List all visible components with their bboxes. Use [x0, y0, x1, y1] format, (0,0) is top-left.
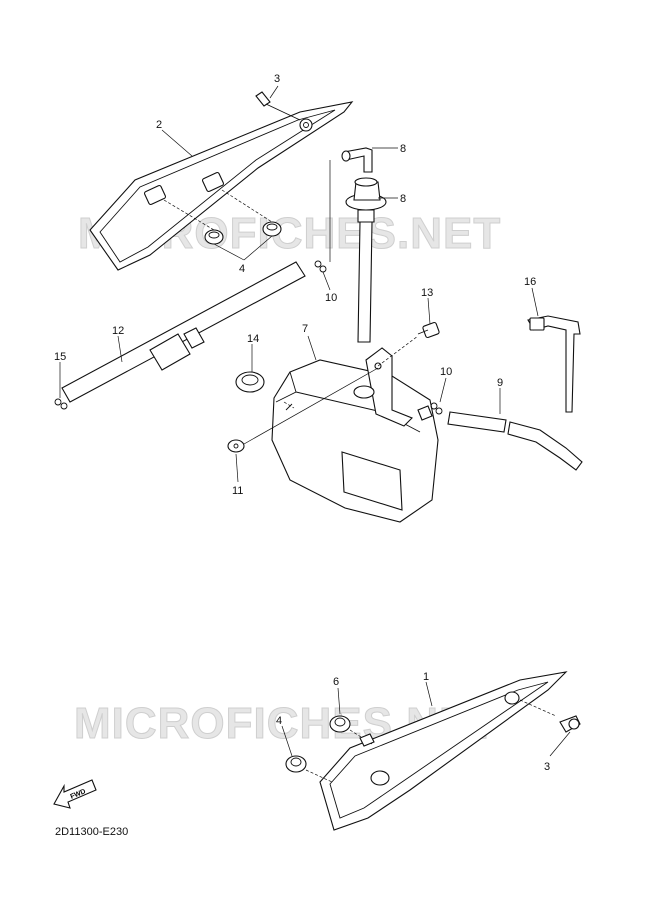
breather-tube	[357, 221, 373, 343]
callout-2: 2	[156, 119, 162, 131]
side-cover-lower	[319, 671, 568, 831]
callout-8: 8	[400, 143, 406, 155]
side-cover-upper	[89, 101, 354, 271]
screw-3-bottom	[559, 715, 581, 733]
callout-7: 8	[400, 193, 406, 205]
clip-10-upper	[314, 260, 327, 273]
callout-4-top: 4	[239, 263, 245, 275]
callout-12: 11	[232, 485, 243, 497]
clip-15	[54, 398, 68, 410]
elbow-8	[341, 147, 373, 173]
hose-9	[447, 411, 583, 471]
callout-15: 15	[54, 351, 66, 363]
bolt-13	[377, 321, 440, 367]
callout-6: 7	[302, 323, 308, 335]
callout-9: 9	[497, 377, 503, 389]
fwd-arrow-icon: FWD	[53, 779, 97, 809]
grommet-4-bottom	[285, 755, 333, 783]
callout-4-bottom: 4	[276, 715, 282, 727]
grommet-5	[329, 715, 375, 747]
callout-16: 16	[524, 276, 536, 288]
callout-5: 6	[333, 676, 339, 688]
grommets-4-top	[163, 189, 282, 245]
bracket-16	[527, 315, 581, 413]
screw-3-top	[255, 91, 301, 121]
callout-10-upper: 10	[325, 292, 337, 304]
leader-lines	[59, 85, 571, 757]
callout-13: 13	[421, 287, 433, 299]
callout-3-top: 3	[274, 73, 280, 85]
clip-10-lower	[417, 402, 443, 421]
callout-14: 14	[247, 333, 259, 345]
grommet-14	[235, 371, 265, 393]
callout-labels: 3 2 4 8 8 10 12 15 14 7 13 10 9 16 11 1 …	[54, 73, 550, 773]
diagram-code: 2D11300-E230	[55, 826, 129, 838]
callout-3-bottom: 3	[544, 761, 550, 773]
callout-10-lower: 10	[440, 366, 452, 378]
washer-12	[227, 367, 379, 453]
callout-1: 1	[423, 671, 429, 683]
reservoir-tank-6	[271, 347, 439, 523]
callout-11: 12	[112, 325, 124, 337]
cap-7	[345, 177, 387, 223]
hose-11	[61, 261, 306, 403]
